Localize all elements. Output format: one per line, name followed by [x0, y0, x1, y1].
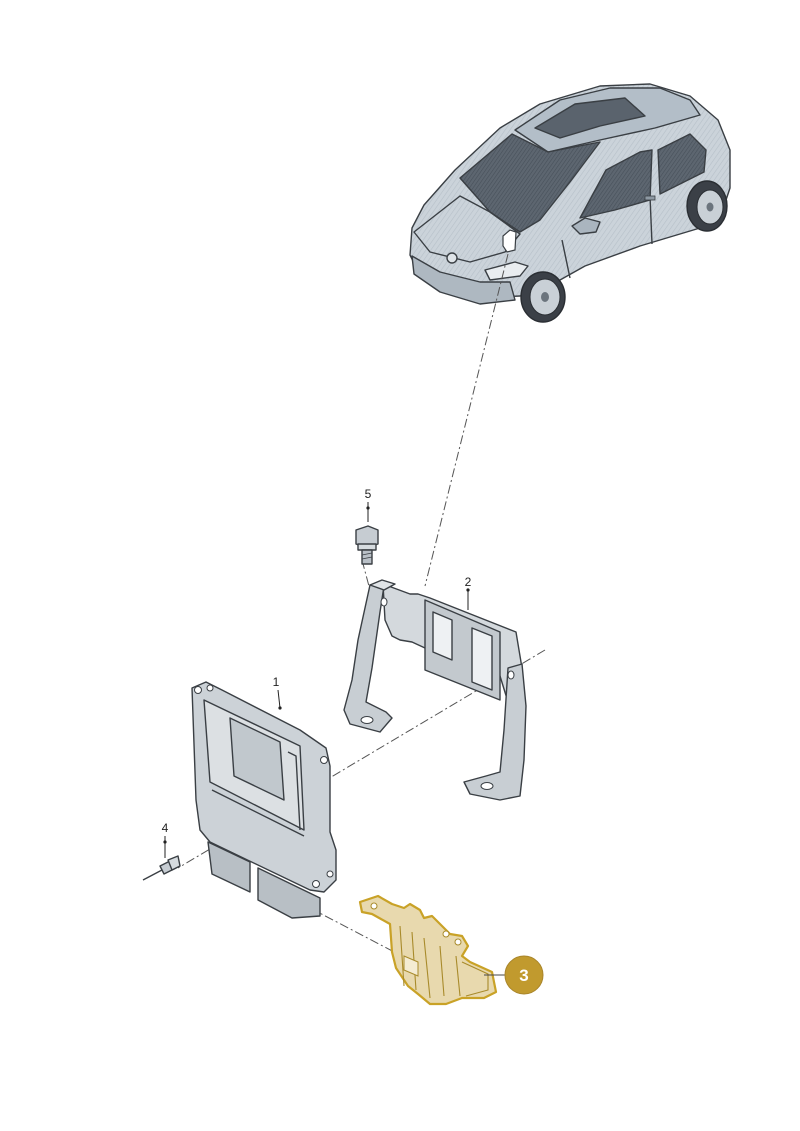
- control-unit-part: [191, 681, 337, 919]
- svg-text:2: 2: [465, 575, 472, 589]
- callout-2[interactable]: 2: [465, 575, 472, 610]
- callout-5[interactable]: 5: [365, 487, 372, 522]
- rear-wheel: [686, 180, 728, 232]
- svg-text:1: 1: [273, 675, 280, 689]
- svg-text:3: 3: [519, 966, 528, 985]
- bolt-part: [355, 525, 379, 565]
- car-illustration: [409, 83, 731, 323]
- svg-text:5: 5: [365, 487, 372, 501]
- svg-text:4: 4: [162, 821, 169, 835]
- highlighted-bracket-part: [358, 894, 498, 1006]
- callout-1[interactable]: 1: [273, 675, 282, 710]
- vw-logo-icon: [446, 252, 458, 264]
- bracket-part: [343, 579, 527, 801]
- callout-3-badge[interactable]: 3: [484, 955, 544, 995]
- front-wheel: [520, 271, 566, 323]
- stud-part: [142, 855, 181, 881]
- callout-4[interactable]: 4: [162, 821, 169, 858]
- location-marker-icon: [502, 229, 517, 253]
